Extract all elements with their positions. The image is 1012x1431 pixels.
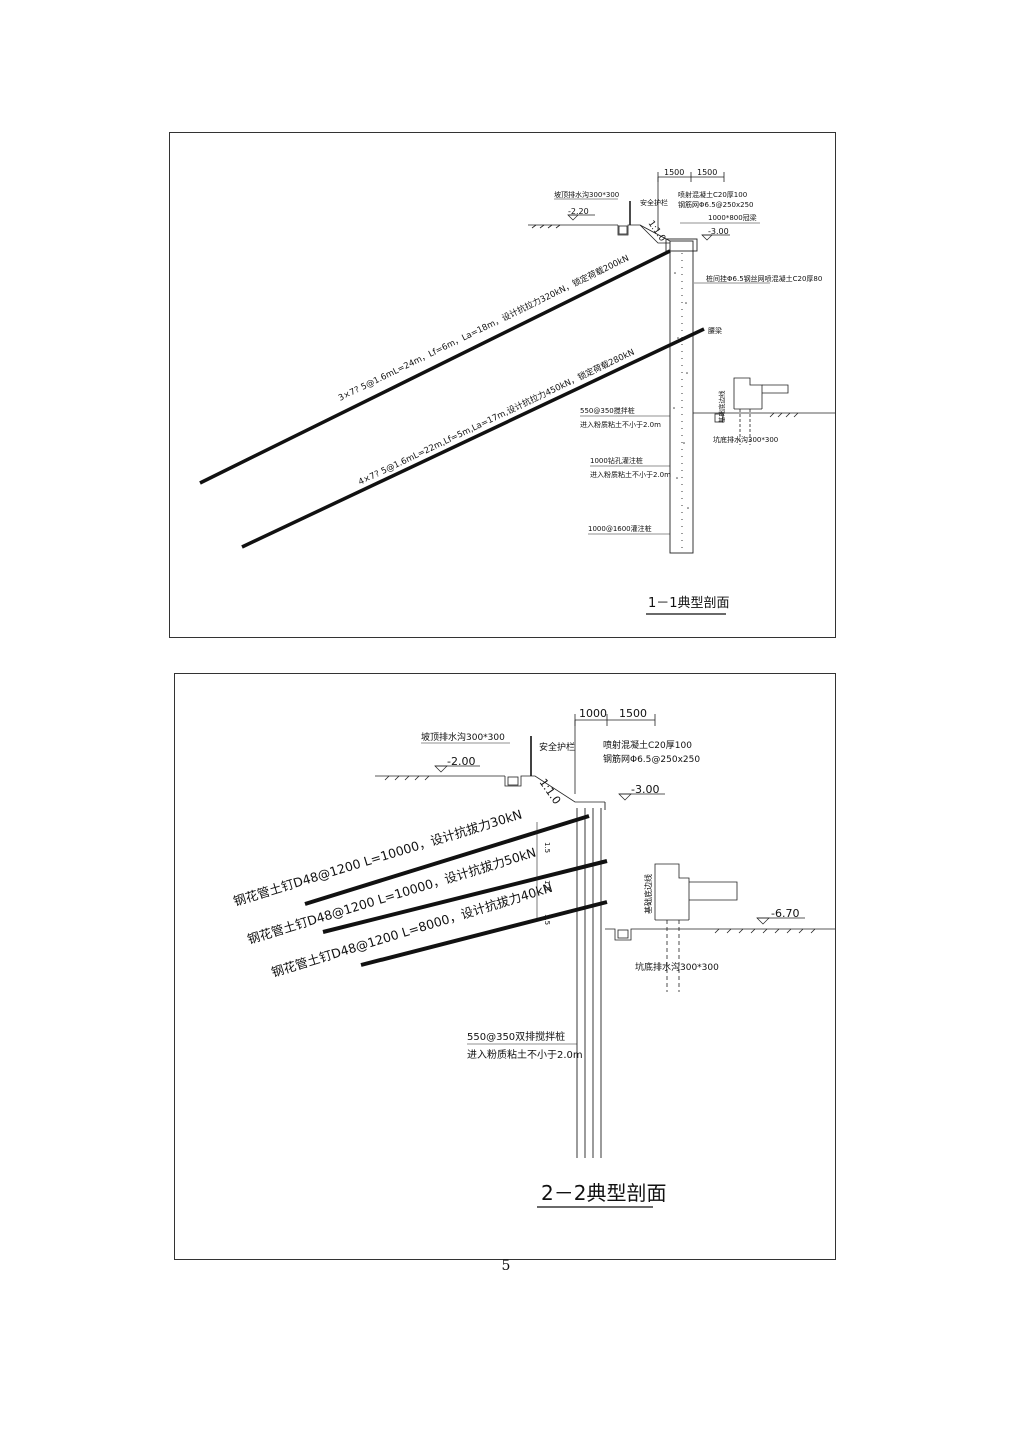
soil-nail-1 [304,814,590,906]
ground-line-bottom [605,928,835,941]
slope-ratio: 1:1.0 [646,219,668,244]
spacing-mark-3: 1.5 [543,914,551,925]
section-1-1-frame: 1500 1500 -2.20 1:1.0 坡顶排水沟300*300 安全护栏 … [169,132,836,638]
section-2-title: 2－2典型剖面 [541,1181,666,1205]
dim-1: 1000 [579,707,607,720]
double-row-mixing-pile [576,802,606,1158]
dim-2: 1500 [697,168,717,177]
foundation [733,377,789,445]
shotcrete-label: 喷射混凝土C20厚100 [678,190,747,199]
bored-pile-label-2: 进入粉质粘土不小于2.0m [590,470,671,479]
spacing-mark-1: 1.5 [543,842,551,853]
railing-label: 安全护栏 [539,741,575,753]
mixing-pile-label-1: 550@350双排搅拌桩 [467,1030,565,1043]
bottom-ditch-label: 坑底排水沟300*300 [713,435,778,444]
shotcrete-label: 喷射混凝土C20厚100 [603,739,692,751]
railing-label: 安全护栏 [640,198,668,207]
dimension-line [657,172,725,231]
dimension-line [574,714,656,794]
waist-beam-label: 腰梁 [708,326,722,335]
foundation-label: 基础底边线 [643,874,653,914]
foundation-label: 基础底边线 [717,390,726,423]
page-number: 5 [501,1258,511,1274]
anchor-1-label: 3×7? 5@1.6mL=24m，Lf=6m，La=18m，设计抗拉力320kN… [336,253,630,404]
dim-2: 1500 [619,707,647,720]
mesh-label: 钢筋网Φ6.5@250x250 [603,753,700,765]
section-1-title: 1－1典型剖面 [648,596,730,611]
soil-nail-2 [322,859,608,934]
pile-speckle [673,272,689,509]
pile-gap-label: 桩间挂Φ6.5钢丝网喷混凝土C20厚80 [706,274,822,283]
top-drainage-ditch [618,225,628,235]
foundation [654,863,738,992]
elevation-marker-beam [701,234,730,241]
ditch-label: 坡顶排水沟300*300 [554,190,619,199]
elevation-marker-top [567,214,595,221]
crown-beam-label: 1000*800冠梁 [708,213,757,222]
anchor-1 [199,249,671,485]
section-2-2-drawing: 1000 1500 -2.00 1:1.0 坡顶排水沟300*300 安全护栏 … [231,707,835,1208]
elevation-marker-top [434,765,480,773]
slope [639,224,671,242]
elevation-beam: -3.00 [708,227,729,236]
soil-nail-3 [360,900,608,967]
elevation-marker-beam [618,793,665,801]
mesh-label: 钢筋网Φ6.5@250x250 [678,200,754,209]
ground-line-top [375,775,605,803]
elevation-top: -2.00 [447,755,475,768]
ditch-label: 坡顶排水沟300*300 [421,731,505,743]
section-2-2-frame: 1000 1500 -2.00 1:1.0 坡顶排水沟300*300 安全护栏 … [174,673,836,1260]
pile-spacing-label: 1000@1600灌注桩 [588,524,652,533]
mixing-pile-label-2: 进入粉质粘土不小于2.0m [467,1048,583,1061]
section-1-1-drawing: 1500 1500 -2.20 1:1.0 坡顶排水沟300*300 安全护栏 … [199,168,835,615]
elevation-bottom: -6.70 [771,907,799,920]
ground-line-top [528,224,670,244]
elevation-marker-bottom [756,917,805,925]
mixing-pile-label-1: 550@350搅拌桩 [580,406,635,415]
elevation-top: -2.20 [568,207,589,216]
dim-1: 1500 [664,168,684,177]
ground-line-bottom [693,412,835,423]
bottom-ditch-label: 坑底排水沟300*300 [635,961,719,973]
mixing-pile-label-2: 进入粉质粘土不小于2.0m [580,420,661,429]
elevation-beam: -3.00 [631,783,659,796]
anchor-2 [241,327,705,549]
spacing-mark-2: 1.5 [543,880,551,891]
bored-pile [665,238,698,554]
bored-pile-label-1: 1000钻孔灌注桩 [590,456,643,465]
